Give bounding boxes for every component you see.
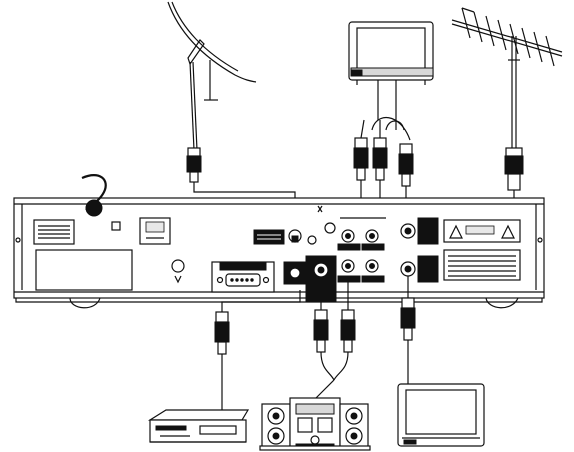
vcr-cable <box>214 290 301 420</box>
stereo-cables <box>313 282 356 401</box>
stereo-system <box>259 397 371 451</box>
dish-coax-connector <box>186 147 202 190</box>
antenna-coax-connector <box>504 147 524 229</box>
tv-bottom-cable <box>400 276 416 386</box>
tv-top-av-cables <box>371 80 411 141</box>
satellite-dish <box>167 1 257 151</box>
receiver-rear-panel <box>13 174 545 309</box>
tv-top <box>348 21 434 85</box>
rca-plug-group-top <box>353 119 414 232</box>
vcr <box>147 409 250 443</box>
tv-bottom <box>397 383 485 447</box>
roof-antenna <box>451 7 563 150</box>
